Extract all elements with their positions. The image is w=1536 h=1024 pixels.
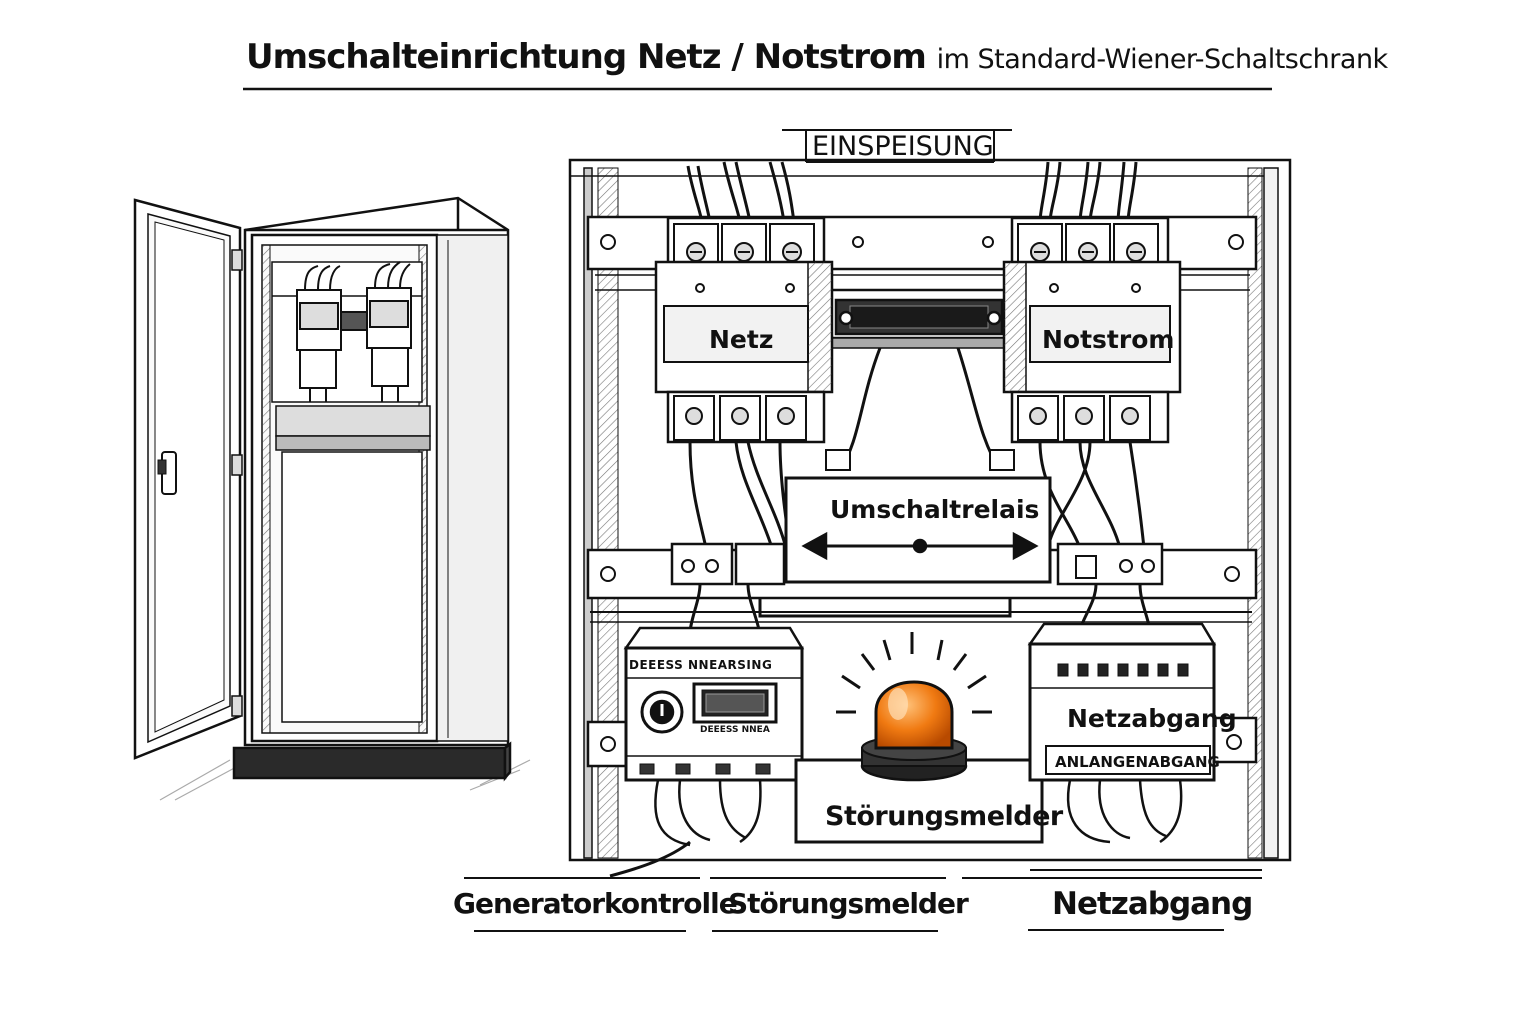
label-generator-display: DEEESS NNEARSING [629, 658, 773, 672]
power-knob-icon [640, 690, 684, 734]
einspeisung-bracket [782, 129, 1012, 163]
title-sub: im Standard-Wiener-Schaltschrank [936, 44, 1389, 75]
caption-netzabgang: Netzabgang [1052, 886, 1253, 922]
title-main: Umschalteinrichtung Netz / Notstrom [246, 37, 927, 77]
label-stoerungsmelder-box: Störungsmelder [825, 801, 1063, 832]
label-umschaltrelais: Umschaltrelais [830, 495, 1040, 524]
label-netzabgang-box: Netzabgang [1067, 704, 1237, 733]
cabinet-interior [568, 158, 1292, 878]
caption-stoerungsmelder: Störungsmelder [728, 887, 969, 920]
caption-lines [464, 869, 1262, 932]
caption-generatorkontrolle: Generatorkontrolle [453, 887, 738, 920]
cabinet-overview [133, 196, 531, 801]
label-notstrom: Notstrom [1042, 325, 1175, 354]
generator-control-module [609, 626, 805, 878]
label-generator-small: DEEESS NNEA [700, 725, 770, 735]
label-einspeisung: EINSPEISUNG [812, 131, 994, 162]
netzabgang-module [1027, 622, 1217, 844]
page-title: Umschalteinrichtung Netz / Notstrom im S… [246, 40, 1388, 74]
double-arrow-icon [801, 531, 1039, 561]
label-netz: Netz [709, 325, 774, 354]
warning-beacon-icon [836, 632, 992, 782]
label-anlagenabgang: ANLANGENABGANG [1055, 753, 1220, 771]
umschaltrelais-panel [784, 476, 1052, 584]
stoerungsmelder-panel [794, 632, 1044, 844]
contactor-netz [654, 216, 834, 444]
